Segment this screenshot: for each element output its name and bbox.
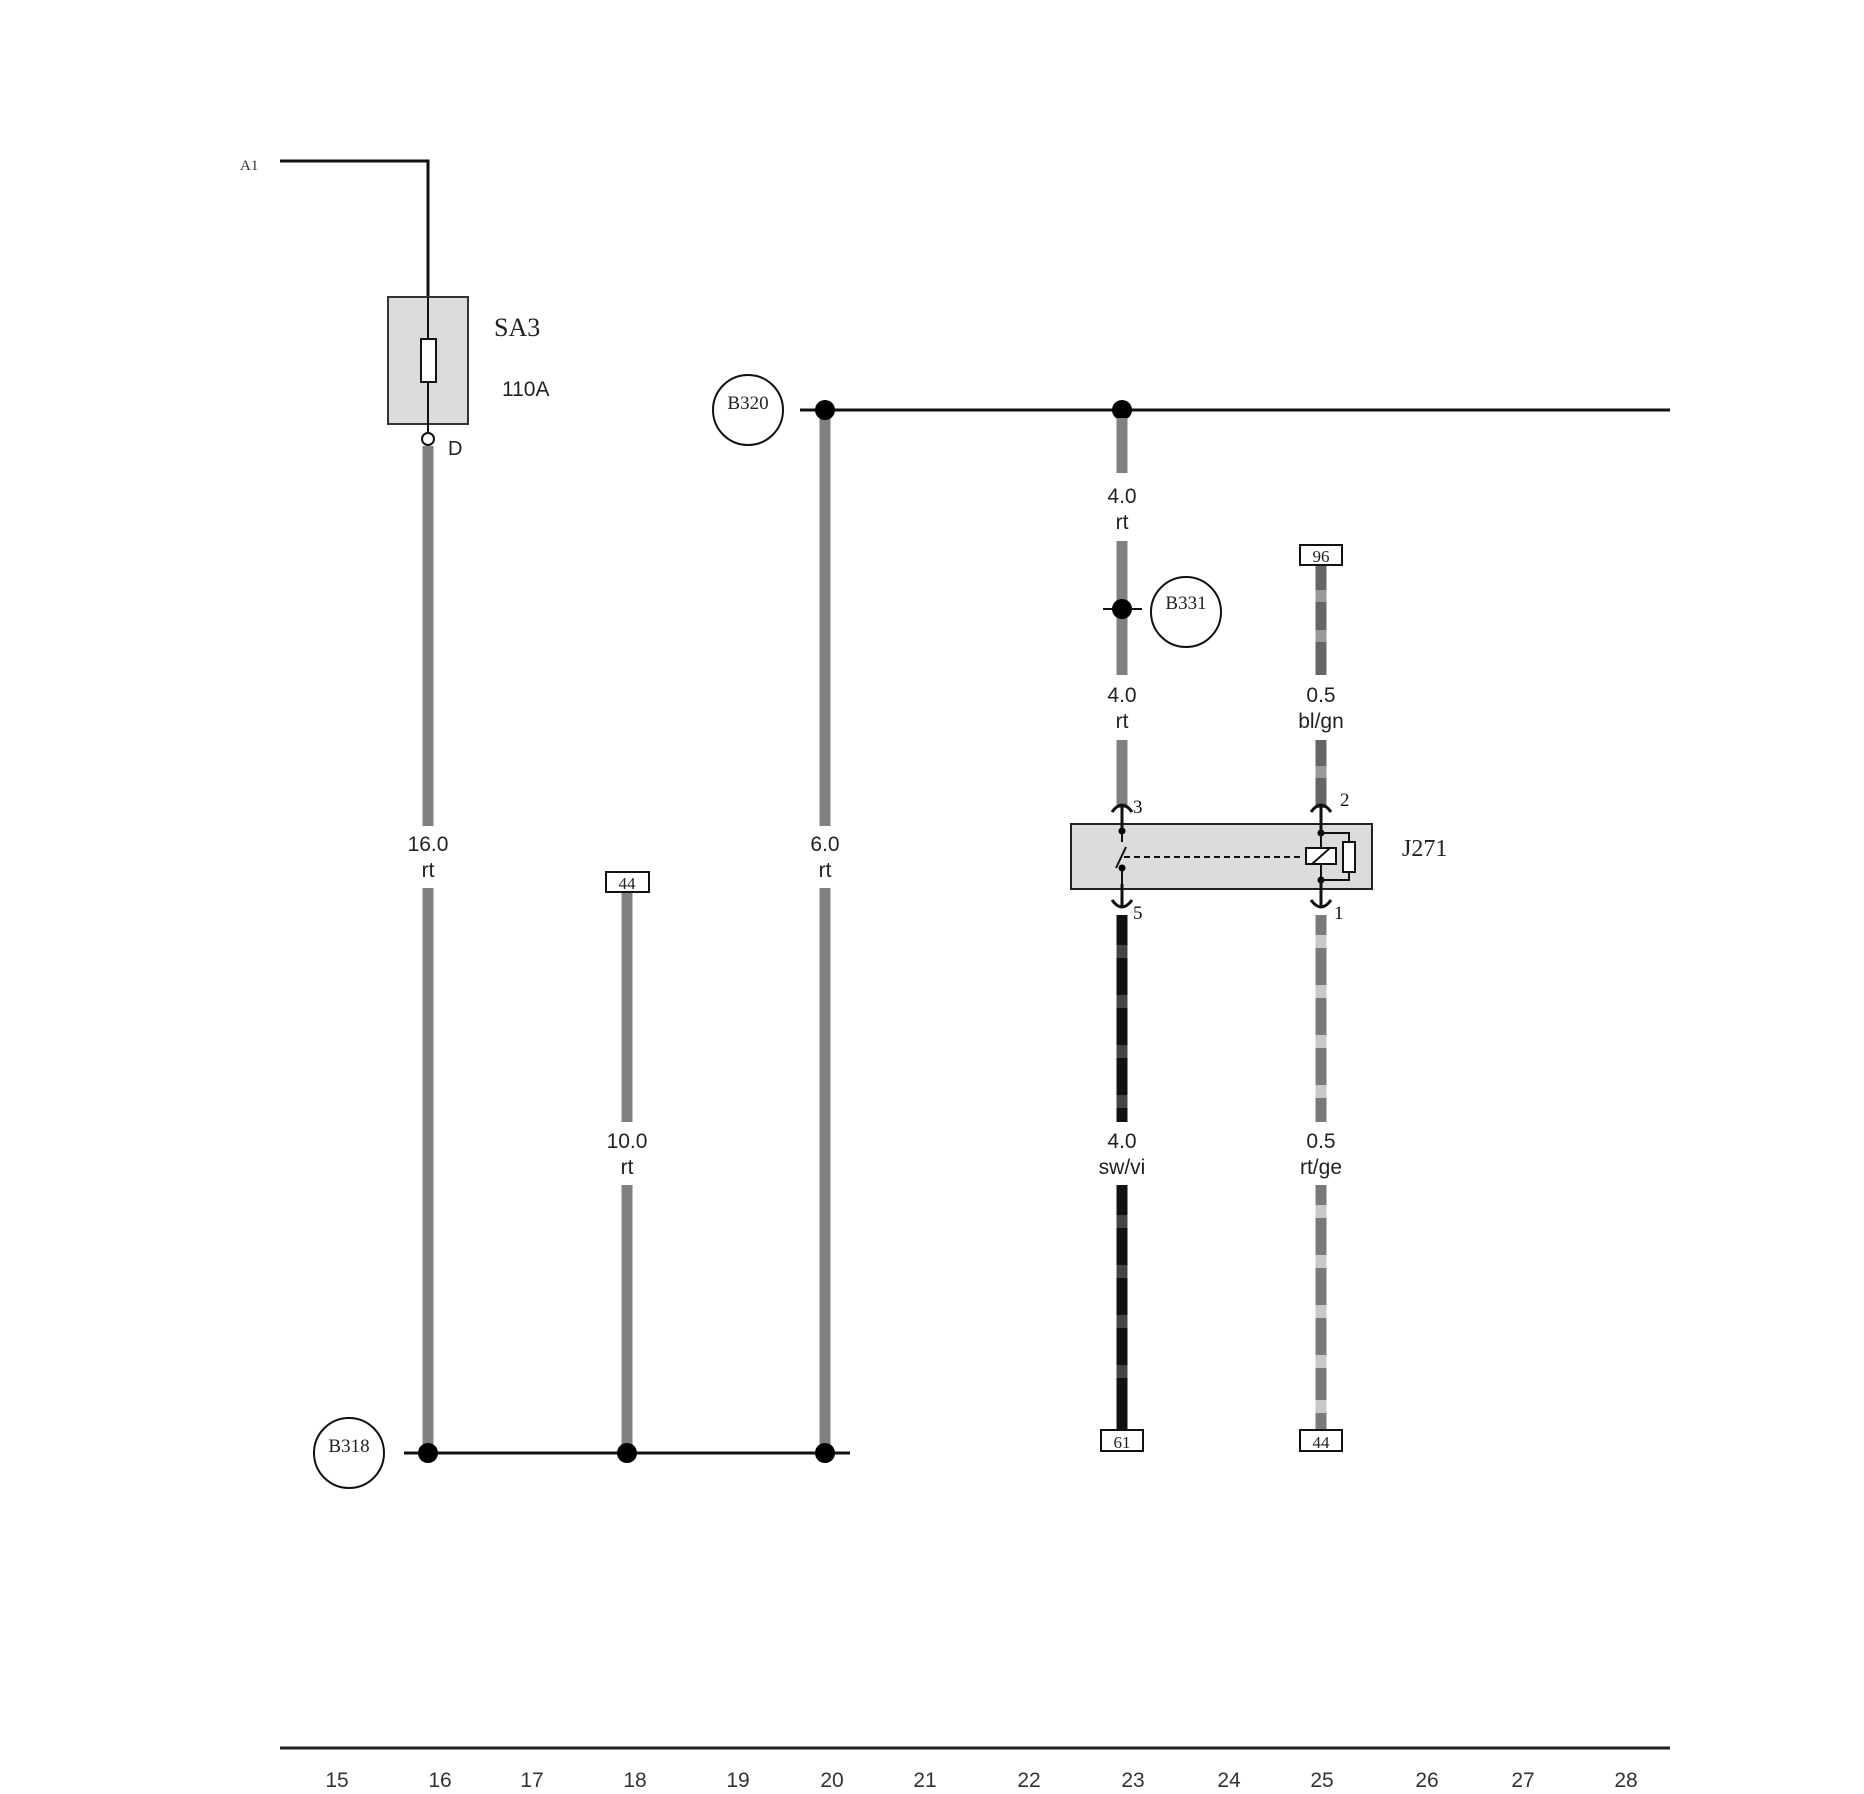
grid-number: 15 — [325, 1769, 348, 1792]
connector-61 — [1100, 1429, 1144, 1452]
wire-color: rt — [1116, 511, 1129, 534]
connector-44-top — [605, 871, 650, 893]
junction-b331-icon — [1150, 576, 1222, 648]
connector-label: 96 — [1313, 547, 1330, 566]
junction-label: B331 — [1165, 593, 1206, 614]
wire-size: 16.0 — [408, 833, 449, 856]
wire-color: rt — [819, 859, 832, 882]
grid-number: 28 — [1614, 1769, 1637, 1792]
junction-dot — [815, 1443, 835, 1463]
junction-b320-icon — [712, 374, 784, 446]
fuse-name: SA3 — [494, 313, 540, 342]
connector-96 — [1299, 544, 1343, 566]
grid-number: 20 — [820, 1769, 843, 1792]
wire-05-rtge: 0.5 rt/ge 44 — [1299, 915, 1343, 1452]
grid-number: 16 — [428, 1769, 451, 1792]
wire-4-swvi: 4.0 sw/vi 61 — [1099, 915, 1146, 1452]
connector-label: 61 — [1114, 1433, 1131, 1452]
wire-size: 0.5 — [1306, 1130, 1335, 1153]
wire-05-blgn: 96 0.5 bl/gn — [1298, 544, 1344, 808]
junction-dot — [815, 400, 835, 420]
grid-number: 18 — [623, 1769, 646, 1792]
grid-ruler: 15 16 17 18 19 20 21 22 23 24 25 26 27 2… — [280, 1746, 1670, 1792]
input-label: A1 — [240, 158, 258, 174]
wire-color: sw/vi — [1099, 1156, 1146, 1179]
wire-size: 4.0 — [1107, 1130, 1136, 1153]
fuse-sa3: SA3 110A D — [387, 296, 550, 460]
wire-size: 4.0 — [1107, 684, 1136, 707]
grid-number: 21 — [913, 1769, 936, 1792]
bus-b320: B320 — [712, 374, 1670, 446]
grid-number: 17 — [520, 1769, 543, 1792]
junction-dot — [1112, 400, 1132, 420]
fuse-rating: 110A — [502, 378, 550, 401]
pin-label: 5 — [1133, 903, 1143, 924]
grid-number: 26 — [1415, 1769, 1438, 1792]
wire-4-rt-lower: 4.0 rt — [1107, 684, 1137, 808]
input-a1: A1 — [240, 158, 430, 300]
bus-b318: B318 — [313, 1417, 850, 1489]
fuse-terminal-icon — [421, 432, 435, 446]
relay-name: J271 — [1402, 836, 1447, 862]
connector-label: 44 — [619, 874, 637, 893]
fuse-element-icon — [420, 338, 437, 383]
grid-number: 25 — [1310, 1769, 1333, 1792]
grid-number: 19 — [726, 1769, 749, 1792]
junction-b318-icon — [313, 1417, 385, 1489]
wire-4-rt-upper: 4.0 rt — [1107, 418, 1137, 675]
wire-color: bl/gn — [1298, 710, 1344, 733]
junction-dot — [418, 1443, 438, 1463]
pin-label: 1 — [1334, 903, 1344, 924]
wire-10-rt: 44 10.0 rt — [605, 871, 650, 1452]
connector-44-bottom — [1299, 1429, 1343, 1452]
diode-icon — [1342, 841, 1356, 873]
pin-label: 3 — [1133, 797, 1143, 818]
wire-color: rt — [1116, 710, 1129, 733]
junction-label: B320 — [727, 393, 768, 414]
wire-size: 0.5 — [1306, 684, 1335, 707]
wire-6-rt: 6.0 rt — [810, 409, 840, 1452]
wire-size: 4.0 — [1107, 485, 1136, 508]
junction-label: B318 — [328, 1436, 369, 1457]
grid-number: 24 — [1217, 1769, 1241, 1792]
wire-color: rt/ge — [1300, 1156, 1342, 1179]
junction-b331: B331 — [1103, 576, 1222, 648]
wire-size: 6.0 — [810, 833, 839, 856]
relay-j271: J271 3 5 2 1 — [1070, 790, 1447, 924]
grid-number: 27 — [1511, 1769, 1534, 1792]
grid-number: 23 — [1121, 1769, 1144, 1792]
pin-label: 2 — [1340, 790, 1350, 811]
wire-size: 10.0 — [607, 1130, 648, 1153]
fuse-terminal-label: D — [448, 438, 462, 460]
grid-number: 22 — [1017, 1769, 1040, 1792]
wire-color: rt — [621, 1156, 634, 1179]
junction-dot — [617, 1443, 637, 1463]
connector-label: 44 — [1313, 1433, 1331, 1452]
wire-16-rt: 16.0 rt — [408, 446, 449, 1452]
wire-color: rt — [422, 859, 435, 882]
